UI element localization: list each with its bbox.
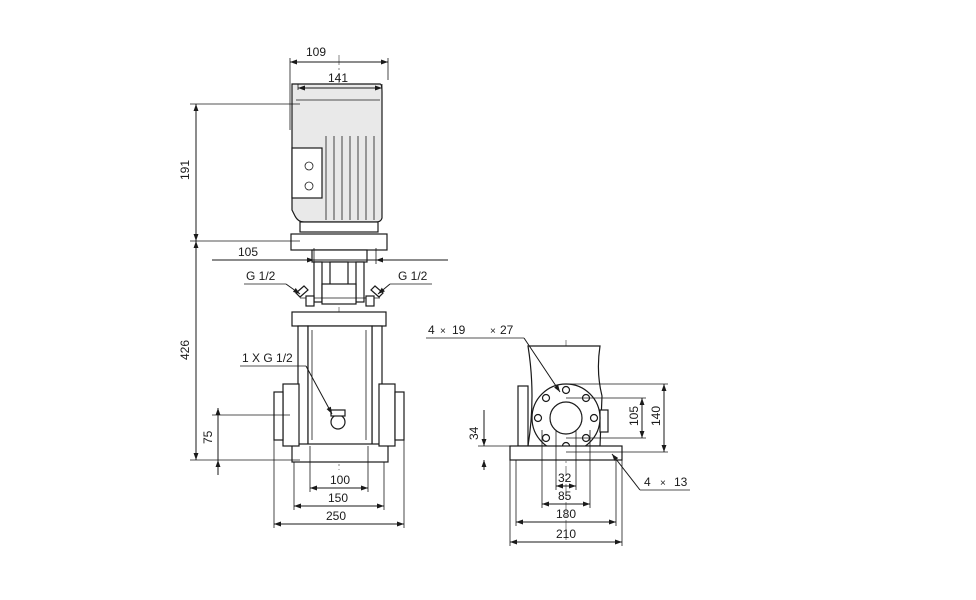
dim-191: 191 <box>178 160 192 180</box>
motor <box>291 83 383 233</box>
dim-34: 34 <box>467 426 481 440</box>
dim-140: 140 <box>649 406 663 426</box>
dim-32: 32 <box>558 471 572 485</box>
dim-100: 100 <box>330 473 350 487</box>
side-base <box>509 445 623 461</box>
dim-180: 180 <box>556 507 576 521</box>
pump-sleeve <box>291 311 387 447</box>
foot-holes-times: × <box>660 478 666 489</box>
dim-141: 141 <box>328 71 348 85</box>
holes-count: 4 <box>428 323 435 337</box>
foot-holes-count: 4 <box>644 475 651 489</box>
holes-27-times: × <box>490 326 496 337</box>
dim-85: 85 <box>558 489 572 503</box>
dim-250: 250 <box>326 509 346 523</box>
dim-150: 150 <box>328 491 348 505</box>
dim-109: 109 <box>306 45 326 59</box>
dim-105-front: 105 <box>238 245 258 259</box>
vent-left-label: G 1/2 <box>246 269 276 283</box>
pump-base <box>273 383 405 463</box>
drain-label: 1 X G 1/2 <box>242 351 293 365</box>
terminal-box <box>291 147 323 199</box>
foot-holes-13: 13 <box>674 475 688 489</box>
side-view: 4 × 19 × 27 34 105 140 32 85 180 <box>426 323 690 546</box>
motor-stool <box>290 233 388 307</box>
dim-210: 210 <box>556 527 576 541</box>
drain-plug <box>330 414 346 430</box>
dim-105-side: 105 <box>627 406 641 426</box>
holes-27: 27 <box>500 323 514 337</box>
holes-19: 19 <box>452 323 466 337</box>
side-flange <box>531 383 601 453</box>
dim-75: 75 <box>201 430 215 444</box>
dim-426: 426 <box>178 340 192 360</box>
holes-times: × <box>440 326 446 337</box>
vent-right-label: G 1/2 <box>398 269 428 283</box>
front-view: 109 141 191 426 75 105 G 1/2 G 1/2 <box>178 45 448 528</box>
